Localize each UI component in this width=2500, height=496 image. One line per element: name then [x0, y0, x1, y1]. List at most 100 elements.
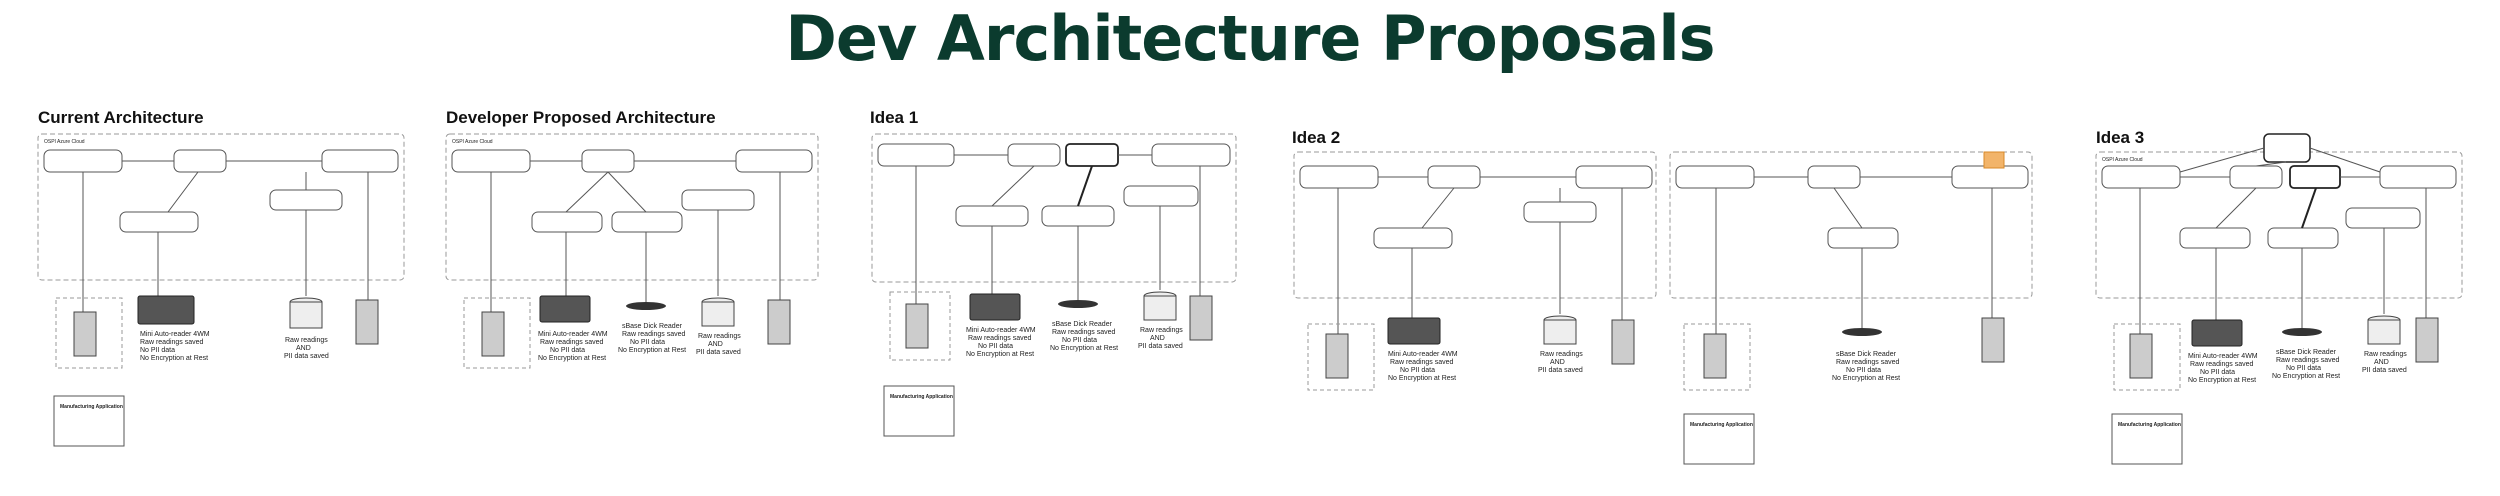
- user-interface-box: [1007, 143, 1061, 167]
- mfg-app-box: [2111, 413, 2183, 465]
- section-title: Idea 3: [2096, 128, 2145, 147]
- raw-line: Raw readings: [1540, 351, 1583, 358]
- reader-line: Raw readings saved: [540, 339, 604, 346]
- dick-reader-device: [1058, 300, 1098, 308]
- interface-tracking-box: [321, 149, 399, 173]
- server-icon: [905, 303, 929, 349]
- dick-line: Raw readings saved: [1052, 329, 1116, 336]
- reader-line: No PII data: [140, 347, 175, 354]
- serial-comms-box-2: [611, 211, 683, 233]
- user-interface-box: [581, 149, 635, 173]
- serial-comms-box: [2179, 227, 2251, 249]
- serial-comms-box: [119, 211, 199, 233]
- db-cylinder: [289, 301, 323, 329]
- reader-label: Mini Auto-reader 4WM Raw readings saved …: [2188, 353, 2260, 384]
- connector: [1421, 187, 1455, 229]
- interface-tracking-box-2: [1951, 165, 2029, 189]
- diagram-current: OSPI Azure Cloud Mini Auto-reader 4WM Ra…: [37, 133, 405, 447]
- connector: [167, 171, 199, 213]
- dick-line: No PII data: [2286, 365, 2321, 372]
- diagram-idea-3: OSPI Azure Cloud Mini Auto-reader 4WM Ra…: [2095, 133, 2463, 465]
- reader-line: Raw readings saved: [968, 335, 1032, 342]
- interface-tracking-box: [1151, 143, 1231, 167]
- server-icon: [73, 311, 97, 357]
- database-box: [681, 189, 755, 211]
- user-interface-box: [2229, 165, 2283, 189]
- section-title: Current Architecture: [38, 108, 204, 127]
- diagram-developer: OSPI Azure Cloud Mini Auto-reader 4WM Ra…: [445, 133, 819, 369]
- database-box: [1523, 201, 1597, 223]
- dick-line: No PII data: [630, 339, 665, 346]
- local-boundary: [463, 297, 531, 369]
- connector: [2179, 147, 2265, 173]
- dick-line: sBase Dick Reader: [2276, 349, 2337, 356]
- dick-line: No Encryption at Rest: [1050, 345, 1118, 352]
- db-cylinder: [1543, 319, 1577, 345]
- raw-line: AND: [2374, 359, 2389, 366]
- connector: [2255, 161, 2287, 167]
- reader-line: No Encryption at Rest: [1388, 375, 1456, 382]
- server-icon: [1325, 333, 1349, 379]
- tracking-server-icon: [2415, 317, 2439, 363]
- tracking-server-icon-2: [1981, 317, 2005, 363]
- reader-line: Raw readings saved: [2190, 361, 2254, 368]
- dick-reader-label: sBase Dick Reader Raw readings saved No …: [1050, 321, 1118, 352]
- section-title: Idea 2: [1292, 128, 1341, 147]
- reader-line: Raw readings saved: [140, 339, 204, 346]
- dick-line: sBase Dick Reader: [622, 323, 683, 330]
- connector: [1077, 165, 1093, 207]
- reader-line: No Encryption at Rest: [966, 351, 1034, 358]
- new-service-box: [2289, 165, 2341, 189]
- raw-line: AND: [1150, 335, 1165, 342]
- raw-readings-label: Raw readings AND PII data saved: [1538, 351, 1585, 374]
- connector: [2301, 187, 2317, 229]
- serial-comms-box-2: [2267, 227, 2339, 249]
- local-boundary-2: [1683, 323, 1751, 391]
- reader-line: No Encryption at Rest: [2188, 377, 2256, 384]
- reader-label: Mini Auto-reader 4WM Raw readings saved …: [1388, 351, 1460, 382]
- serial-comms-box-3: [1827, 227, 1899, 249]
- dick-line: Raw readings saved: [1836, 359, 1900, 366]
- reader-device: [1387, 317, 1441, 345]
- cloud-boundary: [445, 133, 819, 281]
- cloud-label: OSPI Azure Cloud: [44, 139, 85, 145]
- custom-interface-box: [877, 143, 955, 167]
- dick-line: No PII data: [1062, 337, 1097, 344]
- custom-interface-box: [43, 149, 123, 173]
- mfg-app-box: [883, 385, 955, 437]
- reader-line: No PII data: [1400, 367, 1435, 374]
- database-box: [1123, 185, 1199, 207]
- reader-label: Mini Auto-reader 4WM Raw readings saved …: [140, 331, 212, 362]
- reader-line: Mini Auto-reader 4WM: [140, 331, 210, 338]
- interface-tracking-box: [1575, 165, 1653, 189]
- serial-comms-box: [955, 205, 1029, 227]
- page-title: Dev Architecture Proposals: [785, 2, 1715, 75]
- raw-line: Raw readings: [2364, 351, 2407, 358]
- dick-line: sBase Dick Reader: [1052, 321, 1113, 328]
- reader-line: No Encryption at Rest: [140, 355, 208, 362]
- cloud-boundary-2: [1669, 151, 2033, 299]
- raw-line: PII data saved: [696, 349, 741, 356]
- dick-reader-label: sBase Dick Reader Raw readings saved No …: [1832, 351, 1901, 382]
- cloud-boundary: [871, 133, 1237, 283]
- dick-reader-label: sBase Dick Reader Raw readings saved No …: [618, 323, 687, 354]
- dick-reader-device: [2282, 328, 2322, 336]
- dick-line: No Encryption at Rest: [1832, 375, 1900, 382]
- reader-label: Mini Auto-reader 4WM Raw readings saved …: [538, 331, 610, 362]
- raw-line: Raw readings: [285, 337, 328, 344]
- connector: [607, 171, 647, 213]
- raw-line: PII data saved: [1138, 343, 1183, 350]
- raw-line: Raw readings: [698, 333, 741, 340]
- dick-reader-label: sBase Dick Reader Raw readings saved No …: [2272, 349, 2341, 380]
- raw-line: AND: [1550, 359, 1565, 366]
- local-boundary: [55, 297, 123, 369]
- raw-line: Raw readings: [1140, 327, 1183, 334]
- raw-readings-label: Raw readings AND PII data saved: [696, 333, 743, 356]
- diagram-idea-2: Mini Auto-reader 4WM Raw readings saved …: [1293, 151, 2033, 465]
- raw-line: AND: [296, 345, 311, 352]
- connector: [2309, 147, 2381, 173]
- reader-label: Mini Auto-reader 4WM Raw readings saved …: [966, 327, 1038, 358]
- custom-interface-box-2: [1675, 165, 1755, 189]
- connector: [2215, 187, 2257, 229]
- reader-line: Raw readings saved: [1390, 359, 1454, 366]
